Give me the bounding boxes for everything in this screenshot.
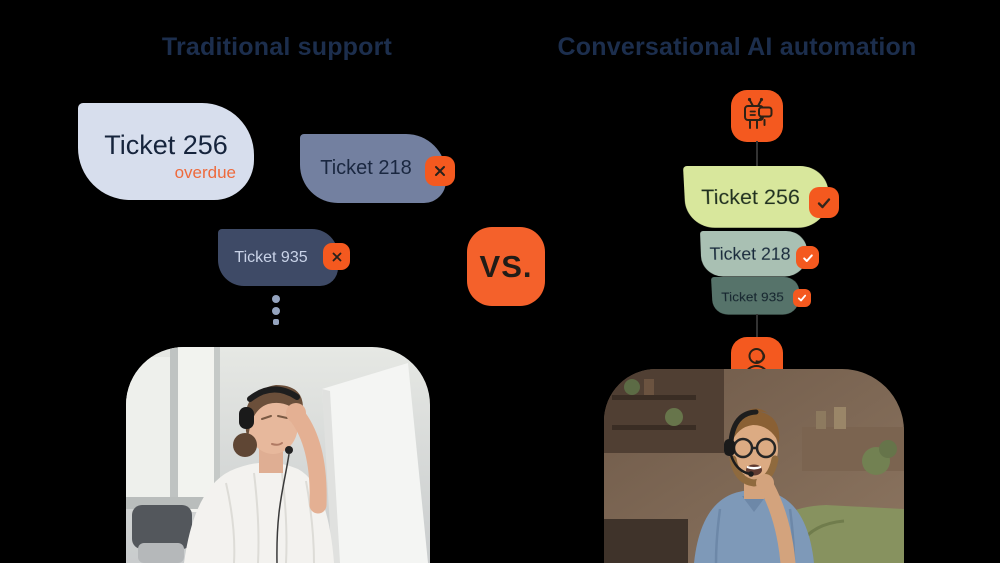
connector-line (756, 141, 758, 168)
chatbot-icon (731, 90, 783, 142)
resolve-ticket-button[interactable] (809, 187, 839, 218)
close-ticket-button[interactable] (323, 243, 350, 270)
ticket-bubble-935-right: Ticket 935 (711, 277, 800, 315)
vs-badge: VS. (467, 227, 545, 306)
ticket-label: Ticket 935 (234, 248, 308, 266)
close-ticket-button[interactable] (425, 156, 455, 186)
check-icon (816, 195, 832, 211)
happy-agent-photo (604, 369, 904, 563)
x-icon (433, 164, 447, 178)
ellipsis-dot (272, 295, 280, 303)
ticket-bubble-935-left: Ticket 935 (218, 229, 338, 286)
ticket-label: Ticket 935 (720, 288, 785, 304)
ellipsis-dot (273, 319, 279, 325)
ticket-bubble-218-left: Ticket 218 (300, 134, 446, 203)
ticket-bubble-218-right: Ticket 218 (700, 231, 808, 277)
check-icon (797, 293, 807, 303)
resolve-ticket-button[interactable] (796, 246, 819, 269)
overdue-badge: overdue (174, 163, 236, 182)
vs-label: VS. (479, 248, 533, 284)
ticket-label: Ticket 218 (709, 244, 791, 264)
ellipsis-dot (272, 307, 280, 315)
ticket-label: Ticket 256 (700, 185, 801, 209)
ticket-label: Ticket 256 (104, 130, 228, 160)
left-section-title: Traditional support (161, 33, 393, 61)
ticket-bubble-256-right: Ticket 256 (683, 166, 830, 228)
ticket-label: Ticket 218 (320, 157, 412, 179)
resolve-ticket-button[interactable] (793, 289, 811, 307)
check-icon (802, 252, 814, 264)
ticket-bubble-256-left: Ticket 256 overdue (78, 103, 254, 200)
right-section-title: Conversational AI automation (557, 33, 917, 61)
x-icon (331, 251, 343, 263)
stressed-agent-photo (126, 347, 430, 563)
connector-line (756, 314, 758, 340)
